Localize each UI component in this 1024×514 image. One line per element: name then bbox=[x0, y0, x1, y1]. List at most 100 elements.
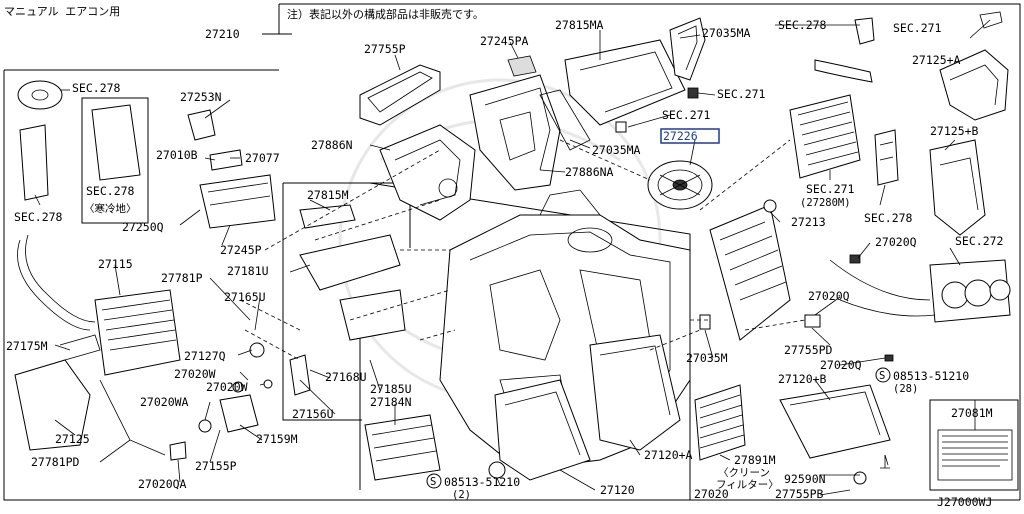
label-27035m: 27035M bbox=[686, 351, 728, 365]
label-27815ma: 27815MA bbox=[555, 18, 604, 32]
label-27115: 27115 bbox=[98, 257, 133, 271]
label-27155p: 27155P bbox=[195, 459, 237, 473]
label-27226: 27226 bbox=[663, 129, 698, 143]
header-note: 注）表記以外の構成部品は非販売です。 bbox=[287, 7, 484, 21]
label-sec278-top: SEC.278 bbox=[778, 18, 827, 32]
label-27175m: 27175M bbox=[6, 339, 48, 353]
frame-left bbox=[3, 69, 1020, 501]
label-27127q: 27127Q bbox=[184, 349, 226, 363]
label-27891m-sub2: フィルター〉 bbox=[716, 479, 779, 491]
header-title: マニュアル エアコン用 bbox=[4, 5, 120, 18]
label-screw-right-qty: (28) bbox=[893, 383, 918, 395]
label-27081m: 27081M bbox=[951, 406, 993, 420]
ring-27035ma bbox=[669, 17, 706, 81]
duct-27125b bbox=[929, 139, 986, 236]
label-sec278-left: SEC.278 bbox=[72, 81, 121, 95]
label-27253n: 27253N bbox=[180, 90, 222, 104]
label-27245pa: 27245PA bbox=[480, 34, 529, 48]
label-27125: 27125 bbox=[55, 432, 90, 446]
blower-motor-27226 bbox=[647, 160, 713, 210]
part-labels: 27755P 27245PA 27815MA 27035MA SEC.278 S… bbox=[6, 18, 1003, 509]
label-92590n: 92590N bbox=[784, 472, 826, 486]
label-27077: 27077 bbox=[245, 151, 280, 165]
duct-27886na bbox=[469, 74, 561, 191]
housing-frame bbox=[369, 182, 691, 500]
label-27886na: 27886NA bbox=[565, 165, 614, 179]
label-27020w-1: 27020W bbox=[174, 367, 216, 381]
label-sec271-right: SEC.271 bbox=[806, 182, 855, 196]
label-27891m-sub1: 〈クリーン bbox=[718, 467, 770, 479]
label-sec278-inner-sub: 〈寒冷地〉 bbox=[84, 202, 137, 215]
screw-circle-s-icon-right: S bbox=[875, 367, 891, 383]
label-27035ma-top: 27035MA bbox=[702, 26, 751, 40]
label-27081m-box bbox=[929, 399, 1019, 491]
gasket-27755p bbox=[359, 64, 441, 126]
label-27120a: 27120+A bbox=[644, 448, 693, 462]
highlight-27226-box bbox=[660, 128, 720, 144]
controller-sec272 bbox=[829, 259, 1011, 323]
label-27168u: 27168U bbox=[325, 370, 367, 384]
middle-left-parts bbox=[169, 109, 506, 481]
label-27020q-1: 27020Q bbox=[875, 235, 917, 249]
label-27020w-2: 27020W bbox=[206, 380, 248, 394]
label-27755pd: 27755PD bbox=[784, 343, 833, 357]
label-27213: 27213 bbox=[791, 215, 826, 229]
case-27120 bbox=[494, 379, 591, 481]
left-parts bbox=[14, 80, 181, 456]
tray-27120b bbox=[779, 384, 891, 485]
svg-text:S: S bbox=[430, 476, 436, 488]
label-27020wa: 27020WA bbox=[140, 395, 189, 409]
frame-top bbox=[278, 3, 1021, 500]
clip-sec271 bbox=[687, 87, 699, 99]
part-sec278-right bbox=[874, 129, 899, 186]
filter-27245pa bbox=[507, 55, 537, 77]
label-sec278-inner: SEC.278 bbox=[86, 184, 135, 198]
ring-27035m bbox=[699, 314, 711, 330]
label-screw-left-qty: (2) bbox=[452, 489, 471, 501]
label-27156u: 27156U bbox=[292, 407, 334, 421]
assembly-lines bbox=[239, 139, 806, 361]
label-27020q-3: 27020Q bbox=[820, 358, 862, 372]
intake-27886n bbox=[379, 124, 476, 221]
label-27120b: 27120+B bbox=[778, 372, 827, 386]
case-27815ma bbox=[539, 39, 686, 151]
label-27210: 27210 bbox=[205, 27, 240, 41]
evaporator-sec271 bbox=[789, 94, 861, 179]
label-sec271-top: SEC.271 bbox=[893, 21, 942, 35]
label-27891m: 27891M bbox=[734, 453, 776, 467]
label-sec271-clip: SEC.271 bbox=[662, 108, 711, 122]
label-27020: 27020 bbox=[694, 487, 729, 501]
label-27020q-2: 27020Q bbox=[808, 289, 850, 303]
label-27781p: 27781P bbox=[161, 271, 203, 285]
label-screw-left: 08513-51210 bbox=[444, 475, 520, 489]
screw-circle-s-icon: S bbox=[426, 473, 442, 489]
sec278-inner-box bbox=[81, 97, 149, 224]
label-sec271-right-sub: (27280M) bbox=[800, 197, 851, 209]
label-sec271-mid: SEC.271 bbox=[717, 87, 766, 101]
label-27815m: 27815M bbox=[307, 188, 349, 202]
label-sec278-right: SEC.278 bbox=[864, 211, 913, 225]
diagram-code: J27000WJ bbox=[937, 495, 992, 509]
label-27120: 27120 bbox=[600, 483, 635, 497]
label-27755pb: 27755PB bbox=[775, 487, 824, 501]
case-27120a bbox=[589, 334, 681, 451]
pipe-sec278-top bbox=[814, 17, 875, 83]
label-27010b: 27010B bbox=[156, 148, 198, 162]
duct-27125a bbox=[939, 11, 1009, 121]
label-27250q: 27250Q bbox=[122, 220, 164, 234]
clip-27755pd bbox=[804, 314, 821, 328]
panel-27213 bbox=[709, 199, 791, 341]
label-27755p: 27755P bbox=[364, 42, 406, 56]
label-27125b: 27125+B bbox=[930, 124, 979, 138]
label-screw-right: 08513-51210 bbox=[893, 369, 969, 383]
svg-text:S: S bbox=[879, 370, 885, 382]
label-27245p: 27245P bbox=[220, 243, 262, 257]
label-sec272: SEC.272 bbox=[955, 234, 1003, 248]
label-27165u: 27165U bbox=[224, 290, 266, 304]
label-27035ma-mid: 27035MA bbox=[592, 143, 641, 157]
label-sec278-bottomleft: SEC.278 bbox=[14, 210, 63, 224]
leader-lines bbox=[34, 19, 991, 496]
clip-27020q-a bbox=[849, 254, 861, 264]
